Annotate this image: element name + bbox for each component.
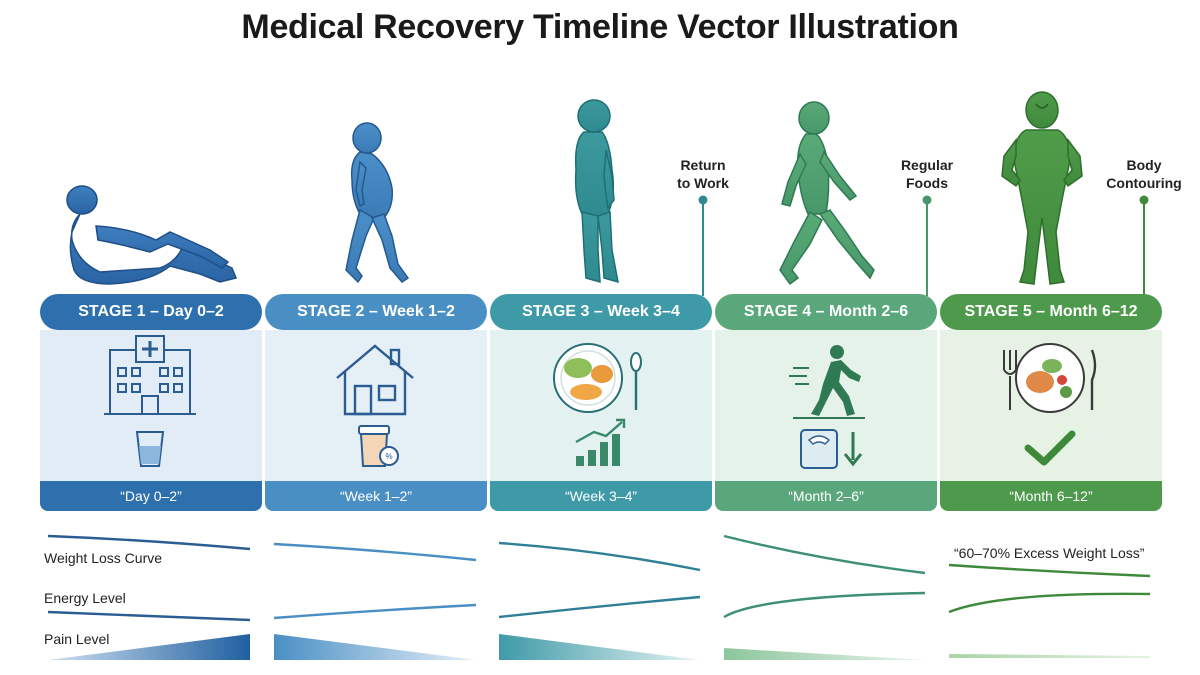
stage-body	[490, 330, 712, 481]
meal-plate-icon	[553, 343, 642, 413]
stage-header: STAGE 5 – Month 6–12	[940, 294, 1162, 330]
energy-curve-stage-3	[498, 595, 701, 619]
svg-text:%: %	[385, 452, 392, 461]
confident-figure	[1001, 91, 1083, 285]
walking-slowly-figure	[345, 122, 410, 284]
stage-body	[940, 330, 1162, 481]
walking-person-icon	[789, 345, 865, 419]
stage-2-column: % STAGE 2 – Week 1–2 “Week 1–2”	[265, 294, 487, 516]
stage-header: STAGE 1 – Day 0–2	[40, 294, 262, 330]
pain-wedge-stage-1	[48, 634, 250, 660]
milestone-label: Return	[680, 157, 726, 173]
stage-footer: “Month 6–12”	[940, 481, 1162, 511]
growth-chart-icon	[575, 418, 626, 466]
weight-curve-stage-5	[948, 563, 1151, 578]
stage-header: STAGE 3 – Week 3–4	[490, 294, 712, 330]
stage-footer: “Week 1–2”	[265, 481, 487, 511]
stage-body: %	[265, 330, 487, 481]
checkmark-icon	[1024, 430, 1076, 466]
energy-curve-stage-2	[273, 603, 477, 620]
weight-curve-stage-1	[47, 534, 251, 551]
milestone-pin-body-contouring	[1139, 195, 1149, 296]
scale-down-icon	[800, 429, 863, 469]
milestone-label: to Work	[677, 175, 729, 191]
balanced-meal-icon	[1003, 343, 1097, 413]
weight-curve-stage-3	[498, 541, 701, 572]
stage-body	[40, 330, 262, 481]
reclining-patient-figure	[66, 185, 238, 285]
milestone-pin-return-to-work	[698, 195, 708, 296]
stage-header: STAGE 2 – Week 1–2	[265, 294, 487, 330]
pain-wedge-stage-2	[274, 634, 476, 660]
weight-curve-stage-2	[273, 542, 477, 562]
milestone-return-to-work: Return to Work	[648, 156, 758, 192]
milestone-body-contouring: Body Contouring	[1089, 156, 1199, 192]
stage-footer: “Week 3–4”	[490, 481, 712, 511]
stage-header: STAGE 4 – Month 2–6	[715, 294, 937, 330]
recovery-figures	[66, 91, 1149, 296]
milestone-label: Foods	[906, 175, 948, 191]
energy-curve-stage-5	[948, 592, 1151, 614]
pain-level-label: Pain Level	[44, 631, 110, 647]
stage-4-column: STAGE 4 – Month 2–6 “Month 2–6”	[715, 294, 937, 516]
milestone-regular-foods: Regular Foods	[872, 156, 982, 192]
weight-curve-stage-4	[723, 534, 926, 575]
milestone-label: Regular	[900, 157, 954, 173]
stage-body	[715, 330, 937, 481]
water-glass-icon	[135, 431, 165, 467]
weight-loss-curve-label: Weight Loss Curve	[44, 550, 163, 566]
pain-wedge-stage-4	[724, 648, 925, 660]
stage-footer: “Day 0–2”	[40, 481, 262, 511]
pain-wedge-stage-3	[499, 634, 700, 660]
walking-briskly-figure	[779, 101, 875, 286]
energy-curve-stage-4	[723, 591, 926, 619]
milestone-label: Contouring	[1106, 175, 1182, 191]
protein-shaker-icon: %	[358, 425, 399, 467]
stage-5-column: STAGE 5 – Month 6–12 “Month 6–12”	[940, 294, 1162, 516]
hospital-icon	[104, 335, 196, 415]
excess-weight-loss-annotation: “60–70% Excess Weight Loss”	[954, 545, 1145, 561]
standing-figure	[574, 99, 619, 284]
stage-1-column: STAGE 1 – Day 0–2 “Day 0–2”	[40, 294, 262, 516]
milestone-pin-regular-foods	[922, 195, 932, 296]
house-icon	[336, 344, 414, 416]
stage-3-column: STAGE 3 – Week 3–4 “Week 3–4”	[490, 294, 712, 516]
energy-level-label: Energy Level	[44, 590, 126, 606]
stage-footer: “Month 2–6”	[715, 481, 937, 511]
page-title: Medical Recovery Timeline Vector Illustr…	[241, 8, 959, 46]
pain-wedge-stage-5	[949, 654, 1150, 658]
energy-curve-stage-1	[47, 610, 251, 622]
milestone-label: Body	[1126, 157, 1162, 173]
